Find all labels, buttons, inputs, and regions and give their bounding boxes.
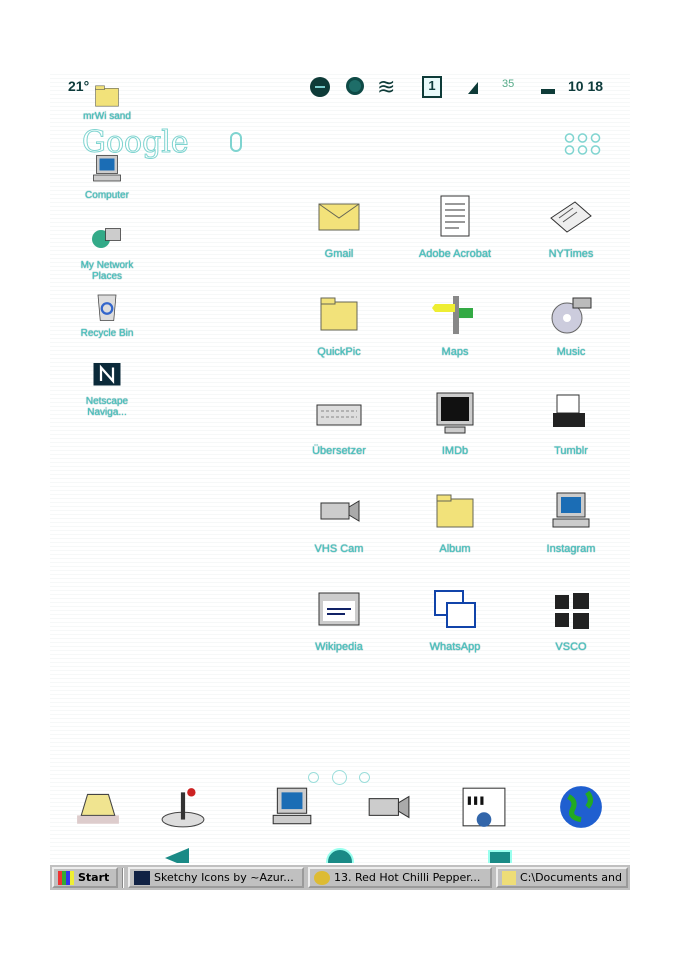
task-button-3[interactable]: C:\Documents and (496, 867, 628, 888)
folder-icon (502, 870, 516, 885)
page-dot-2-current[interactable] (332, 770, 347, 785)
computer-icon (265, 784, 319, 830)
dock-joystick[interactable] (156, 784, 210, 830)
recycle-bin-icon (89, 290, 125, 324)
video-camera-icon (315, 489, 363, 533)
signal-icon (468, 82, 478, 94)
signpost-icon (431, 292, 479, 336)
app-label: Instagram (546, 543, 596, 555)
folder-icon (431, 489, 479, 533)
dock-computer[interactable] (265, 784, 319, 830)
desktop-icon-label: My Network Places (80, 260, 134, 282)
battery-icon (541, 89, 555, 94)
desktop-icon-label: Netscape Naviga... (85, 396, 129, 418)
start-label: Start (78, 871, 110, 884)
wifi-icon: ≋ (377, 74, 396, 99)
do-not-disturb-icon (310, 77, 330, 97)
app-label: Adobe Acrobat (418, 248, 492, 260)
app-label: Music (556, 346, 586, 358)
computer-icon (547, 489, 595, 533)
desktop-icon-label: mrWi sand (83, 111, 131, 122)
printer-icon (547, 391, 595, 435)
phone-icon (71, 784, 125, 830)
task-button-1[interactable]: Sketchy Icons by ~Azur... (128, 867, 304, 888)
netscape-icon (134, 870, 150, 885)
app-label: QuickPic (317, 346, 361, 358)
app-drawer-icon[interactable] (563, 132, 603, 156)
dock-browser[interactable] (554, 784, 608, 830)
joystick-icon (156, 784, 210, 830)
msn-icon (457, 784, 511, 830)
envelope-icon (315, 194, 363, 238)
folder-icon (89, 82, 125, 110)
app-label: VHS Cam (314, 543, 364, 555)
task-label: Sketchy Icons by ~Azur... (154, 871, 294, 884)
desktop-icon-label: Computer (85, 190, 129, 201)
netscape-icon (89, 358, 125, 392)
folder-icon (315, 292, 363, 336)
app-label: IMDb (441, 445, 469, 457)
page-dot-1[interactable] (308, 772, 319, 783)
cd-icon (547, 292, 595, 336)
windows-logo-icon (58, 870, 74, 885)
battery-text: 35 (502, 78, 515, 90)
task-button-2[interactable]: 13. Red Hot Chilli Pepper... (308, 867, 492, 888)
app-label: NYTimes (548, 248, 594, 260)
abc-icon (315, 587, 363, 631)
globe-icon (554, 784, 608, 830)
windows-logo-icon (547, 587, 595, 631)
computer-icon (89, 152, 125, 186)
clock: 10 18 (568, 78, 604, 94)
separator (122, 867, 124, 888)
page-dot-3[interactable] (359, 772, 370, 783)
video-camera-icon (361, 784, 415, 830)
media-player-icon (314, 870, 330, 885)
document-icon (431, 194, 479, 238)
dock-phone[interactable] (71, 784, 125, 830)
app-label: Tumblr (554, 445, 588, 457)
app-label: Übersetzer (312, 445, 366, 457)
dock-msn[interactable] (457, 784, 511, 830)
app-label: Album (439, 543, 471, 555)
dock-camera[interactable] (361, 784, 415, 830)
app-label: Gmail (324, 248, 354, 260)
google-search-bar[interactable]: Google (82, 125, 190, 160)
temperature: 21° (68, 78, 90, 94)
windows-icon (431, 587, 479, 631)
app-label: VSCO (555, 641, 587, 653)
start-button[interactable]: Start (52, 867, 118, 888)
taskbar: Start Sketchy Icons by ~Azur... 13. Red … (50, 863, 630, 890)
network-icon (89, 222, 125, 256)
monitor-icon (431, 391, 479, 435)
newspaper-icon (547, 194, 595, 238)
app-label: WhatsApp (429, 641, 481, 653)
app-label: Wikipedia (315, 641, 363, 653)
keyboard-icon (315, 391, 363, 435)
desktop-icon-label: Recycle Bin (80, 328, 134, 339)
task-label: C:\Documents and (519, 871, 622, 884)
sim-icon: 1 (422, 76, 442, 98)
microphone-icon[interactable] (230, 132, 242, 152)
app-label: Maps (441, 346, 469, 358)
task-label: 13. Red Hot Chilli Pepper... (334, 871, 481, 884)
alarm-icon (346, 77, 364, 95)
